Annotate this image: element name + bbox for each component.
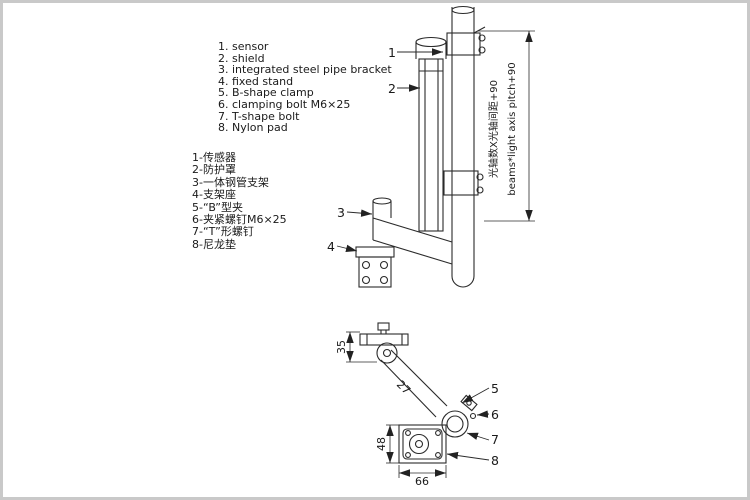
dim-66-label: 66 (415, 475, 429, 488)
dim-35-label: 35 (335, 340, 348, 354)
parts-list-en-item: 2. shield (218, 51, 265, 65)
parts-list-cn-item: 3-一体钢管支架 (192, 175, 269, 189)
detail-diagonal-arm (380, 349, 448, 418)
dim-66 (398, 465, 447, 478)
parts-list-cn-item: 8-尼龙垫 (192, 237, 236, 251)
parts-list-cn: 1-传感器 2-防护罩 3-一体钢管支架 4-支架座 5-“B”型夹 6-夹紧螺… (192, 151, 287, 251)
parts-list-cn-item: 6-夹紧螺钉M6×25 (192, 213, 287, 227)
callout-5-leader (461, 387, 490, 404)
detail-stand-plate (398, 424, 447, 464)
callout-6-label: 6 (491, 407, 499, 422)
parts-list-en-item: 7. T-shape bolt (218, 109, 300, 123)
mount-arm (372, 197, 453, 265)
axis-pitch-label-cn: 光轴数X光轴间距+90 (487, 80, 500, 178)
parts-list-en: 1. sensor 2. shield 3. integrated steel … (218, 41, 392, 134)
axis-pitch-dimension (478, 30, 535, 222)
callout-3-leader (346, 209, 373, 217)
callout-2-label: 2 (388, 81, 396, 96)
top-clamp (446, 26, 486, 56)
callout-1-label: 1 (388, 45, 396, 60)
dim-35 (346, 331, 377, 363)
callout-4-leader (336, 244, 358, 252)
detail-clamp (441, 394, 478, 438)
callout-7-leader (466, 432, 490, 441)
parts-list-cn-item: 5-“B”型夹 (192, 200, 243, 214)
callout-5-label: 5 (491, 381, 499, 396)
parts-list-en-item: 6. clamping bolt M6×25 (218, 97, 351, 111)
fixed-stand (355, 246, 395, 288)
parts-list-cn-item: 7-“T”形螺钉 (192, 225, 254, 239)
callout-8-leader (446, 451, 490, 461)
parts-list-en-item: 1. sensor (218, 40, 269, 53)
callout-6-leader (476, 410, 490, 418)
lower-callout-leaders (446, 387, 490, 461)
upper-callout-leaders (336, 48, 443, 252)
callout-8-label: 8 (491, 453, 499, 468)
technical-drawing: 1 2 3 4 光轴数X光轴间距+90 beams*light axis pit… (327, 5, 535, 488)
upper-assembly-view (355, 5, 486, 288)
parts-list-cn-item: 1-传感器 (192, 151, 236, 164)
lower-detail-view (359, 322, 478, 464)
callout-4-label: 4 (327, 239, 335, 254)
parts-list-cn-item: 4-支架座 (192, 188, 236, 202)
parts-list-en-item: 8. Nylon pad (218, 121, 288, 135)
dim-27-label: 27 (394, 378, 413, 397)
dim-48 (386, 424, 399, 464)
bottom-clamp (443, 170, 484, 196)
sensor-bracket (415, 36, 447, 232)
parts-list-en-item: 5. B-shape clamp (218, 86, 314, 100)
callout-7-label: 7 (491, 432, 499, 447)
axis-pitch-label-en: beams*light axis pitch+90 (507, 62, 518, 195)
parts-list-cn-item: 2-防护罩 (192, 163, 236, 177)
detail-top-bracket (359, 322, 409, 364)
pipe (451, 5, 475, 288)
dim-48-label: 48 (375, 437, 388, 451)
callout-3-label: 3 (337, 205, 345, 220)
parts-list-en-item: 3. integrated steel pipe bracket (218, 63, 392, 77)
parts-list-en-item: 4. fixed stand (218, 74, 294, 88)
